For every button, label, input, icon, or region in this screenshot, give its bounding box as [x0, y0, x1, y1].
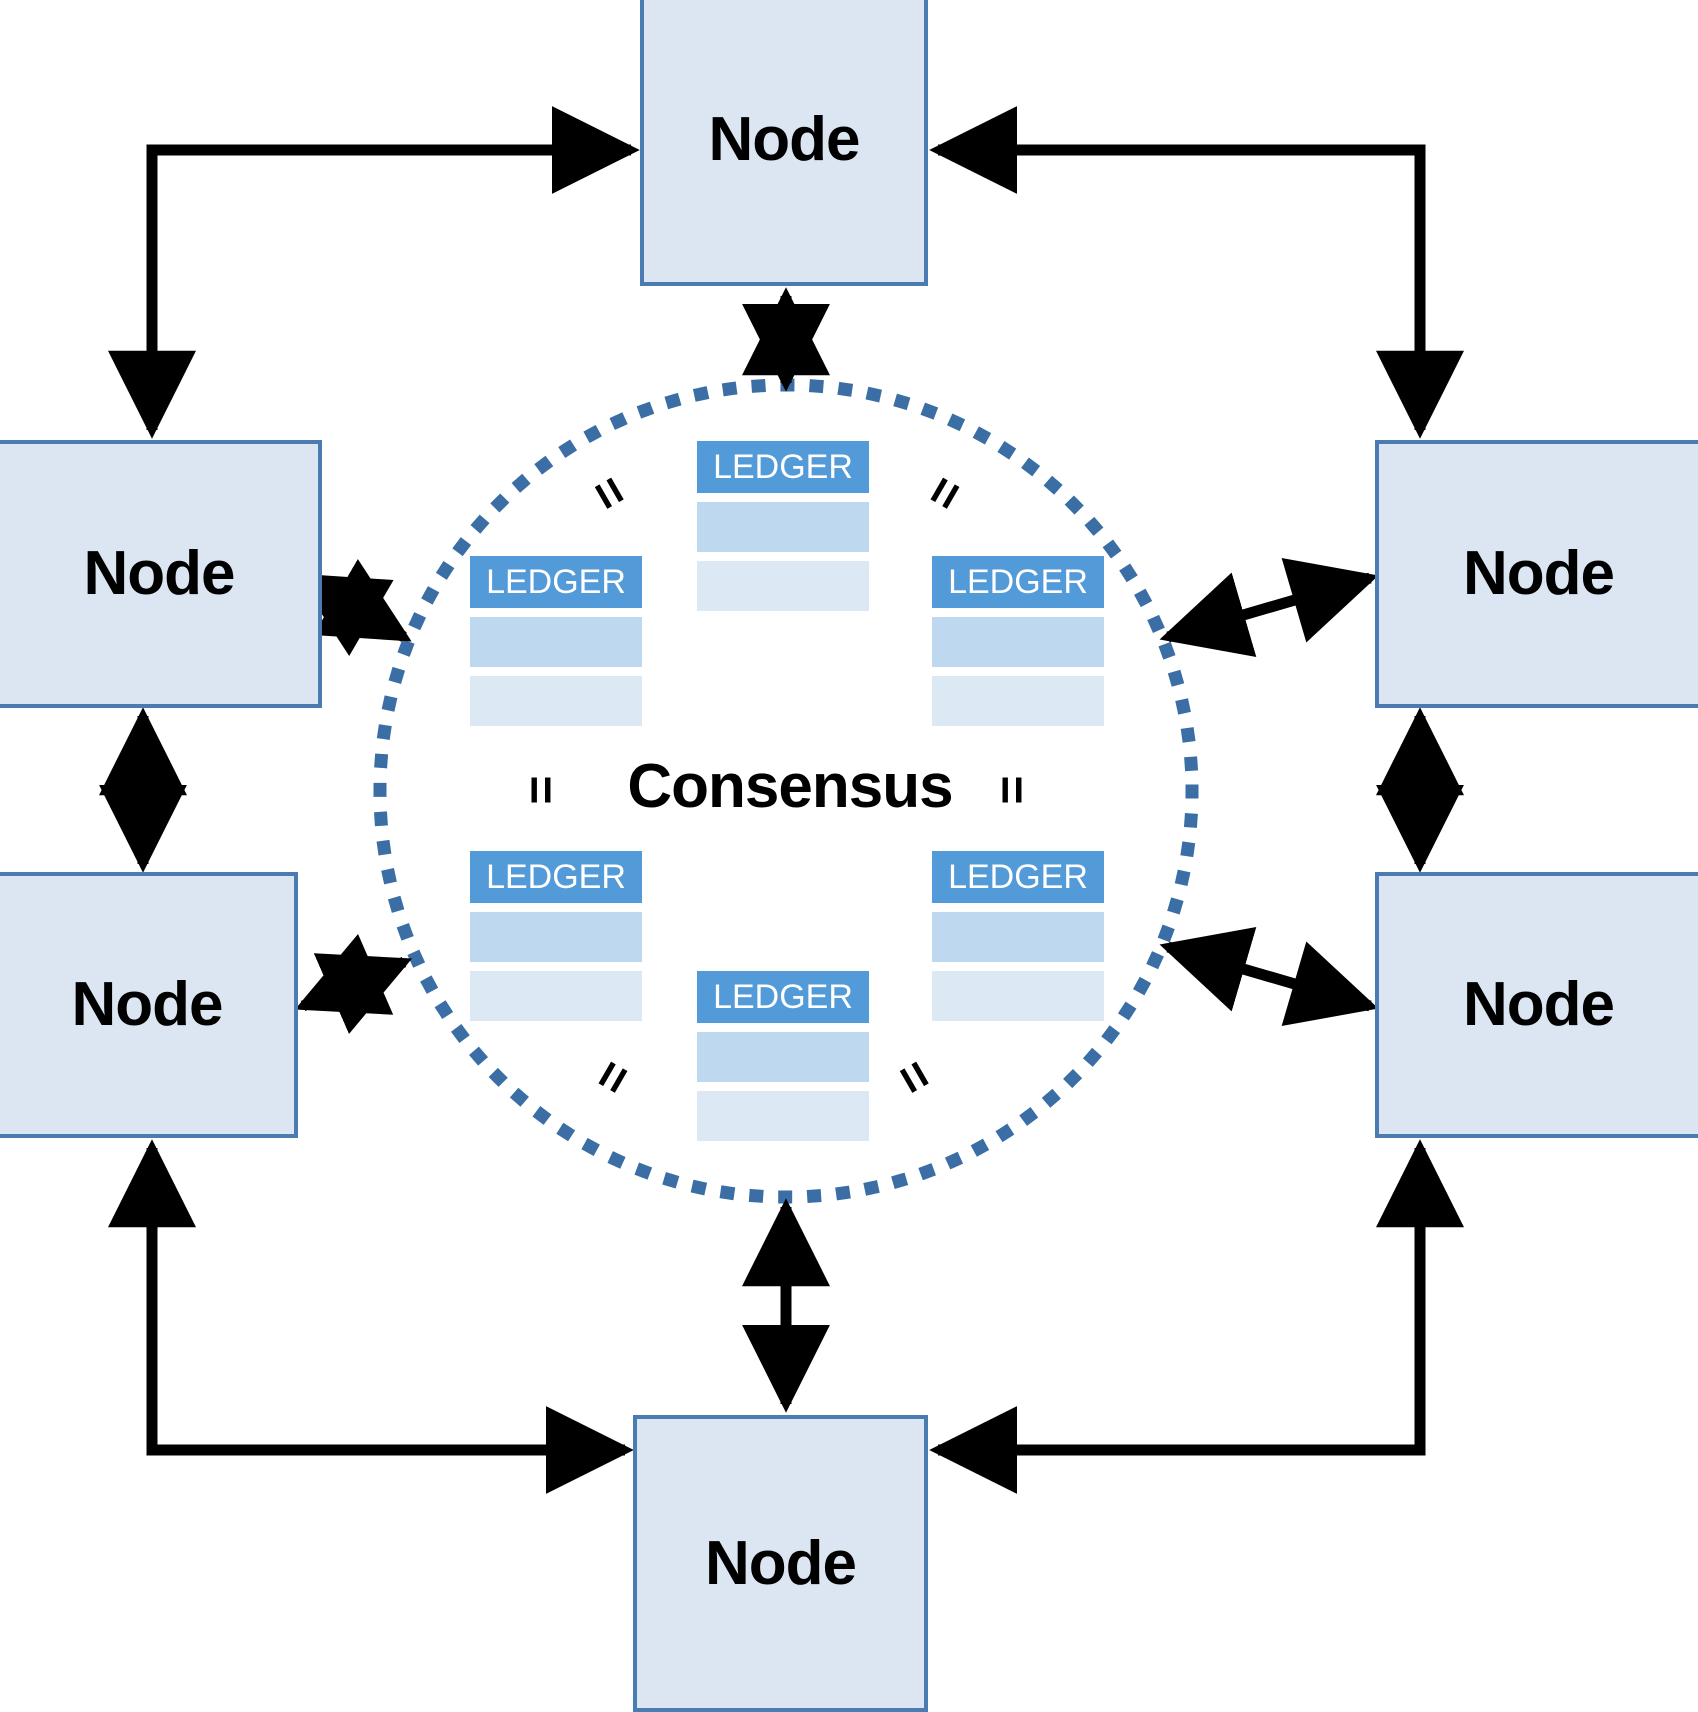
node-box-left-top[interactable]: Node: [0, 440, 322, 708]
consensus-label: Consensus: [627, 752, 953, 821]
arrow-bottomleft-ring: [108, 1139, 634, 1494]
ledger-row: [470, 971, 642, 1021]
arrow-right-bottom-spoke: [1159, 926, 1379, 1027]
ledger-header: LEDGER: [697, 441, 869, 493]
arrow-topleft-ring: [108, 106, 640, 439]
ledger-row: [932, 971, 1104, 1021]
ledger-card-upper-left[interactable]: LEDGER: [470, 556, 642, 726]
ledger-card-lower-right[interactable]: LEDGER: [932, 851, 1104, 1021]
ledger-card-upper-right[interactable]: LEDGER: [932, 556, 1104, 726]
node-label: Node: [1463, 970, 1615, 1039]
ledger-header: LEDGER: [932, 556, 1104, 608]
ledger-card-bottom[interactable]: LEDGER: [697, 971, 869, 1141]
ledger-row: [697, 502, 869, 552]
equals-mark-icon: =: [883, 1050, 947, 1104]
node-box-left-bottom[interactable]: Node: [0, 872, 298, 1138]
equals-mark-icon: =: [581, 1050, 645, 1104]
equals-mark-icon: =: [513, 775, 570, 805]
ledger-card-lower-left[interactable]: LEDGER: [470, 851, 642, 1021]
ledger-header: LEDGER: [470, 556, 642, 608]
arrow-topright-ring: [929, 106, 1464, 439]
equals-mark-icon: =: [913, 466, 977, 520]
node-label: Node: [705, 1528, 857, 1598]
ledger-row: [470, 912, 642, 962]
node-box-top[interactable]: Node: [640, 0, 928, 286]
ledger-row: [470, 617, 642, 667]
node-box-right-top[interactable]: Node: [1375, 440, 1698, 708]
node-label: Node: [708, 105, 861, 174]
ledger-row: [697, 1091, 869, 1141]
ledger-header: LEDGER: [697, 971, 869, 1023]
node-box-right-bottom[interactable]: Node: [1375, 872, 1698, 1138]
ledger-row: [932, 912, 1104, 962]
ledger-header: LEDGER: [470, 851, 642, 903]
equals-mark-icon: =: [578, 466, 642, 520]
node-label: Node: [71, 970, 224, 1039]
ledger-row: [697, 561, 869, 611]
arrow-right-top-spoke: [1159, 557, 1379, 658]
ledger-row: [697, 1032, 869, 1082]
ledger-row: [932, 617, 1104, 667]
ledger-row: [932, 676, 1104, 726]
equals-mark-icon: =: [984, 775, 1041, 805]
node-box-bottom[interactable]: Node: [633, 1415, 928, 1712]
node-label: Node: [1463, 539, 1615, 608]
ledger-card-top[interactable]: LEDGER: [697, 441, 869, 611]
node-label: Node: [83, 539, 236, 608]
arrow-bottomright-ring: [929, 1139, 1464, 1494]
ledger-header: LEDGER: [932, 851, 1104, 903]
arrow-left-bottom-spoke: [294, 934, 413, 1034]
ledger-row: [470, 676, 642, 726]
